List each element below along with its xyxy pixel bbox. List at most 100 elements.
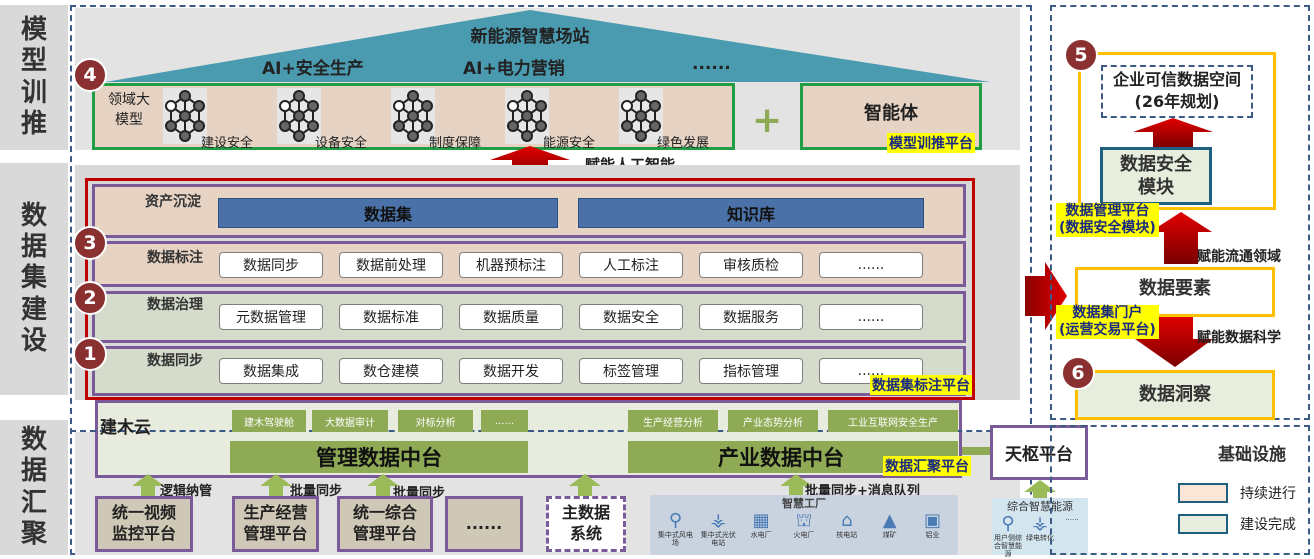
roof-item: AI+安全生产 (262, 59, 364, 79)
row-assets: 资产沉淀 数据集 知识库 (92, 184, 966, 238)
arrow-label: 逻辑纳管 (160, 484, 213, 499)
up-arrow-icon (1150, 212, 1212, 264)
process-chip: 数据同步 (219, 252, 323, 278)
badge-5: 5 (1064, 38, 1098, 72)
energy-icon: ⚶绿电转化 (1026, 513, 1054, 543)
divider (70, 430, 1032, 432)
up-arrow-icon (1024, 480, 1056, 508)
badge-4: 4 (73, 58, 107, 92)
row-label: 资产沉淀 (145, 194, 201, 210)
enable-science-label: 赋能数据科学 (1197, 330, 1281, 346)
section-label-dataset: 数据集建设 (0, 163, 68, 395)
neural-network-icon (619, 88, 663, 144)
neural-network-icon (163, 88, 207, 144)
tile: 工业互联网安全生产 (828, 410, 958, 432)
neural-network-icon (391, 88, 435, 144)
process-chip: 标签管理 (579, 358, 683, 384)
source-video-platform: 统一视频 监控平台 (95, 496, 193, 552)
tile: 大数据审计 (312, 410, 388, 432)
badge-1: 1 (73, 337, 107, 371)
data-mgmt-platform-tag: 数据管理平台 (数据安全模块) (1056, 203, 1159, 237)
trusted-space-frame (1078, 52, 1276, 210)
process-chip: 数据质量 (459, 304, 563, 330)
up-arrow-icon (1133, 118, 1213, 148)
dataset-annotation-platform-tag: 数据集标注平台 (870, 375, 972, 395)
infra-frame (1050, 425, 1310, 555)
trusted-data-space: 企业可信数据空间 (26年规划) (1101, 65, 1253, 118)
data-insight: 数据洞察 (1075, 370, 1275, 420)
dataset-block: 数据集 (218, 198, 558, 228)
facility-label: 水电厂 (750, 531, 772, 539)
energy-label: 用户侧综合智慧能源 (994, 534, 1022, 558)
smart-factory-title: 智慧工厂 (782, 497, 826, 510)
up-arrow-icon (132, 474, 164, 502)
section-label-aggregation: 数据汇聚 (0, 420, 68, 555)
process-chip: 数据服务 (699, 304, 803, 330)
arrow-label: 批量同步 (290, 484, 343, 499)
facility-icon: ⌂核电站 (836, 510, 858, 540)
integrated-energy-title: 综合智慧能源 (1007, 500, 1073, 513)
facility-icon: ▦水电厂 (750, 510, 772, 540)
process-chip: 指标管理 (699, 358, 803, 384)
tile: 对标分析 (398, 410, 473, 432)
source-integrated-platform: 统一综合 管理平台 (337, 496, 433, 552)
plus-icon: + (752, 100, 783, 141)
section-label-model: 模型训推 (0, 5, 68, 150)
energy-label: 绿电转化 (1026, 534, 1054, 542)
badge-6: 6 (1061, 356, 1095, 390)
facility-icon: ▲煤矿 (882, 510, 897, 540)
integrated-energy: 综合智慧能源 ⚲用户侧综合智慧能源⚶绿电转化...... (992, 498, 1088, 558)
facility-label: 火电厂 (793, 531, 815, 539)
legend-swatch-ongoing (1178, 483, 1228, 503)
domain-model-item: 建设安全 (201, 136, 254, 151)
roof-item: AI+电力营销 (463, 59, 565, 79)
facility-label: 集中式光伏电站 (700, 531, 736, 547)
domain-model-item: 能源安全 (543, 136, 596, 151)
roof (105, 10, 990, 82)
tianshu-label: 天枢平台 (1005, 445, 1073, 465)
facility-label: 煤矿 (882, 531, 897, 539)
process-chip: 机器预标注 (459, 252, 563, 278)
smart-factory: 智慧工厂 ⚲集中式风电场⚶集中式光伏电站▦水电厂⛫火电厂⌂核电站▲煤矿▣铝业 (650, 495, 958, 555)
row-annotate: 数据标注数据同步数据前处理机器预标注人工标注审核质检...... (92, 241, 966, 287)
legend-swatch-done (1178, 514, 1228, 534)
up-arrow-icon (367, 474, 399, 502)
process-chip: 数据安全 (579, 304, 683, 330)
process-chip: 元数据管理 (219, 304, 323, 330)
roof-item: ...... (692, 54, 731, 74)
row-label: 数据治理 (147, 297, 203, 313)
data-security-module: 数据安全 模块 (1100, 147, 1212, 205)
legend-label: 建设完成 (1240, 517, 1296, 533)
process-chip: 数据前处理 (339, 252, 443, 278)
master-data-system: 主数据 系统 (546, 496, 626, 552)
dataset-portal-tag: 数据集门户 (运营交易平台) (1056, 305, 1159, 339)
tile: 生产经营分析 (628, 410, 718, 432)
facility-icon: ⚶集中式光伏电站 (700, 510, 736, 548)
up-arrow-icon (569, 474, 601, 502)
process-chip: 数据开发 (459, 358, 563, 384)
process-chip: 审核质检 (699, 252, 803, 278)
roof-title: 新能源智慧场站 (470, 27, 590, 47)
neural-network-icon (505, 88, 549, 144)
tianshu-platform: 天枢平台 (990, 425, 1088, 480)
facility-label: 集中式风电场 (657, 531, 693, 547)
legend-label: 持续进行 (1240, 486, 1296, 502)
process-chip: 人工标注 (579, 252, 683, 278)
domain-model-item: 设备安全 (315, 136, 368, 151)
process-chip: 数据集成 (219, 358, 323, 384)
up-arrow-icon (490, 146, 570, 180)
neural-network-icon (277, 88, 321, 144)
tile: ...... (481, 410, 528, 432)
process-chip: ...... (819, 304, 923, 330)
process-chip: ...... (819, 252, 923, 278)
domain-model-label: 领域大模型 (108, 92, 150, 128)
up-arrow-icon (780, 474, 812, 502)
process-chip: 数据标准 (339, 304, 443, 330)
tile: 建木驾驶舱 (232, 410, 306, 432)
badge-2: 2 (73, 281, 107, 315)
row-label: 数据同步 (147, 353, 203, 369)
domain-model-item: 制度保障 (429, 136, 482, 151)
facility-label: 铝业 (925, 531, 940, 539)
facility-label: 核电站 (836, 531, 858, 539)
mgmt-data-platform: 管理数据中台 (230, 441, 528, 473)
